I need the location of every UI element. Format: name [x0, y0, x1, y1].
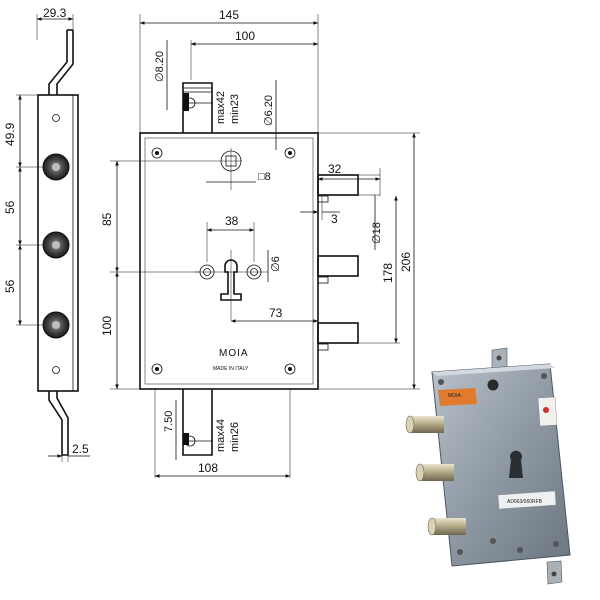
side-thickness-label: 2.5 [72, 442, 89, 456]
bottom-slot-width-label: 7.50 [163, 411, 175, 432]
brand-label: MOIA [219, 348, 249, 359]
side-spacing-top: 49.9 [3, 122, 17, 146]
bolt-diameter-label: ∅18 [371, 222, 383, 244]
side-view: 29.3 49.9 56 56 [3, 6, 90, 462]
top-hole-diameter: ∅6.20 [263, 95, 275, 126]
side-bolt-head-2 [42, 231, 70, 259]
cylinder-height-label: 85 [100, 212, 114, 226]
corner-screw-tl [151, 147, 163, 159]
top-slot-diameter: ∅8.20 [154, 51, 166, 82]
photo-model-label: AD663/060RFB [507, 499, 543, 505]
top-tab-min: min23 [229, 94, 241, 124]
overall-width-label: 145 [219, 8, 239, 22]
cylinder-profile [220, 259, 242, 301]
cylinder-screw-spacing-label: 38 [225, 214, 239, 228]
lower-height-label: 100 [100, 316, 114, 336]
product-photo: MOIA AD663/060RFB [405, 347, 571, 585]
photo-bolt-2 [415, 463, 454, 482]
made-in-label: MADE IN ITALY [213, 366, 249, 372]
cylinder-screw-diameter-label: ∅6 [270, 256, 282, 272]
top-span-label: 100 [235, 29, 255, 43]
bottom-tab-min: min26 [229, 422, 241, 452]
bottom-tab [182, 389, 213, 456]
photo-brand-label: MOIA [448, 393, 461, 399]
front-view: 145 100 ∅8.20 max42 min23 ∅6.20 □8 [100, 8, 420, 478]
side-bolt-head-1 [42, 153, 70, 181]
bolt-gap-label: 3 [331, 212, 338, 226]
photo-bolt-1 [405, 415, 444, 434]
side-spacing-low: 56 [3, 279, 17, 293]
photo-bolt-3 [427, 517, 466, 536]
side-faceplate [37, 94, 79, 392]
bolt-span-label: 178 [381, 263, 395, 283]
side-spacing-mid: 56 [3, 200, 17, 214]
bottom-tab-max: max44 [215, 419, 227, 452]
corner-screw-bl [151, 363, 163, 375]
spindle-square-label: □8 [258, 171, 271, 183]
overall-height-label: 206 [399, 252, 413, 272]
corner-screw-tr [284, 147, 296, 159]
corner-screw-br [284, 363, 296, 375]
side-bolt-head-3 [42, 311, 70, 339]
bolt-middle [317, 255, 359, 284]
bolt-bottom [317, 322, 359, 351]
top-tab-max: max42 [215, 91, 227, 124]
side-width-label: 29.3 [43, 6, 67, 20]
backset-label: 73 [269, 306, 283, 320]
bolt-throw-label: 32 [328, 162, 342, 176]
bottom-width-label: 108 [198, 461, 218, 475]
